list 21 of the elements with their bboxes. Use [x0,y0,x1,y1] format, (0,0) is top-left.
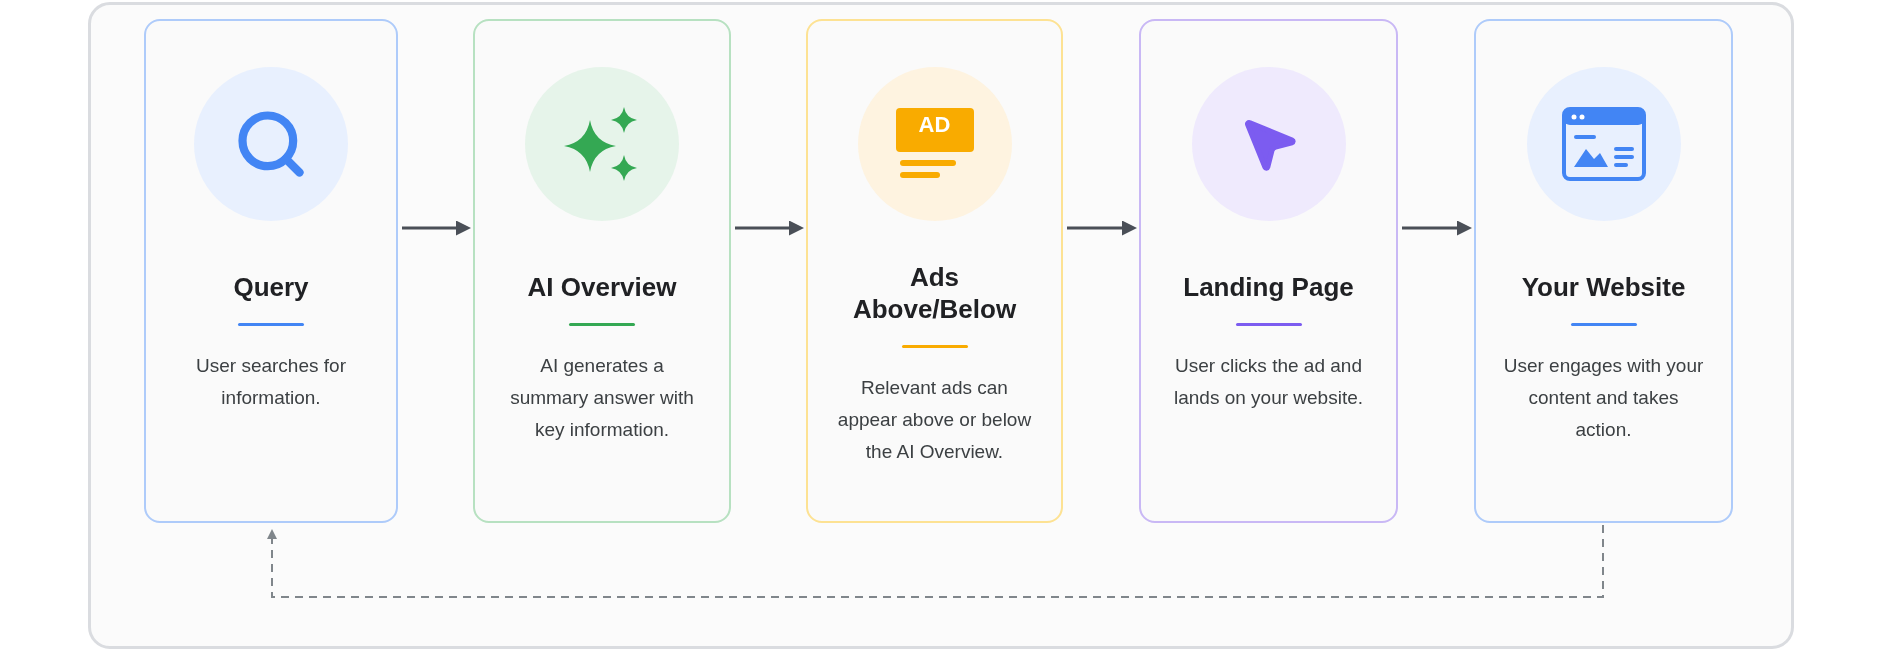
step-title: Query [233,271,309,303]
step-card [144,19,398,523]
arrow [735,220,804,236]
step-card [1474,19,1733,523]
arrow [402,220,471,236]
step-title: Landing Page [1183,271,1354,303]
dashed-arrow [267,524,1604,598]
step-card [1139,19,1398,523]
step-title: Your Website [1521,271,1686,303]
step-description: User clicks the ad and lands on your website. [1172,354,1365,410]
step-title: AI Overview [527,271,677,303]
step-description: Relevant ads can appear above or below the AI Overview. [836,376,1033,464]
step-description: User searches for information. [195,354,347,410]
step-card [806,19,1063,523]
ad-label: AD [918,113,951,137]
step-card [473,19,731,523]
arrow [1402,220,1472,236]
arrow [1067,220,1137,236]
step-title: Ads Above/Below [851,261,1018,325]
step-description: User engages with your content and takes action. [1503,354,1704,442]
step-description: AI generates a summary answer with key information. [509,354,695,442]
